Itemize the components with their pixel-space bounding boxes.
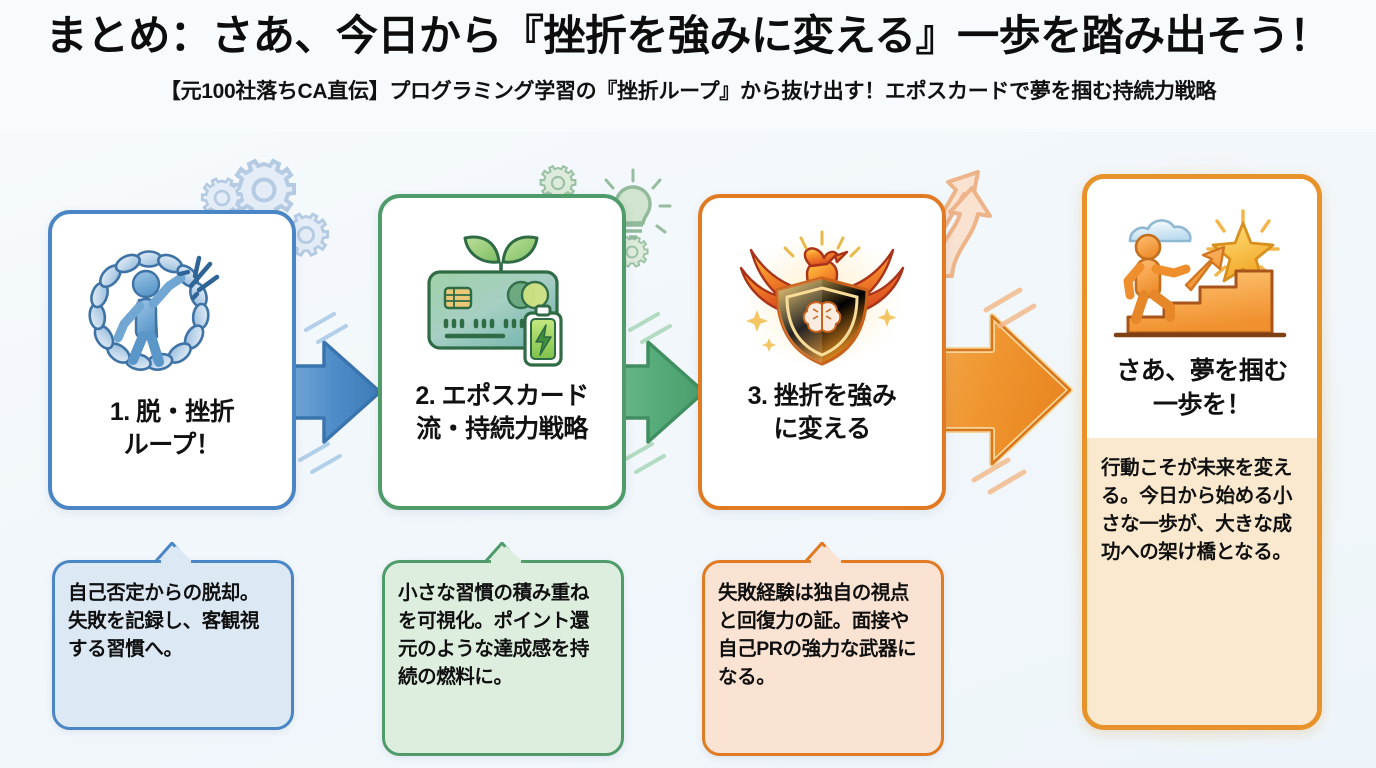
page-subtitle: 【元100社落ちCA直伝】プログラミング学習の『挫折ループ』から抜け出す！エポス… — [159, 79, 1217, 103]
step-card-2-title: 2. エポスカード 流・持続力戦略 — [415, 380, 589, 446]
final-card-title-line1: さあ、夢を掴む — [1116, 357, 1288, 385]
step-card-2[interactable]: 2. エポスカード 流・持続力戦略 — [378, 194, 626, 510]
step-card-2-title-line1: 2. エポスカード — [415, 382, 589, 410]
phoenix-shield-brain-icon — [739, 230, 905, 368]
final-card[interactable]: さあ、夢を掴む 一歩を！ 行動こそが未来を変える。今日から始める小さな一歩が、大… — [1082, 174, 1322, 730]
step-card-3-title-line1: 3. 挫折を強み — [747, 382, 897, 410]
credit-card-sprout-battery-icon — [427, 235, 563, 367]
person-breaking-chain-icon — [88, 250, 220, 371]
final-card-top: さあ、夢を掴む 一歩を！ — [1087, 179, 1317, 438]
final-card-title-line2: 一歩を！ — [1152, 390, 1252, 419]
step-card-1-title: 1. 脱・挫折 ループ！ — [109, 396, 235, 462]
final-card-caption: 行動こそが未来を変える。今日から始める小さな一歩が、大きな成功への架け橋となる。 — [1087, 438, 1317, 725]
step-card-3[interactable]: 3. 挫折を強み に変える — [698, 194, 946, 510]
step-card-1-title-line1: 1. 脱・挫折 — [109, 398, 235, 426]
step-caption-2: 小さな習慣の積み重ねを可視化。ポイント還元のような達成感を持続の燃料に。 — [382, 560, 624, 756]
step-card-2-title-line2: 流・持続力戦略 — [416, 415, 588, 443]
final-card-title: さあ、夢を掴む 一歩を！ — [1116, 355, 1288, 422]
person-climbing-stairs-star-icon — [1113, 209, 1287, 338]
infographic-stage: 1. 脱・挫折 ループ！ 自己否定からの脱却。失敗を記録し、客観視する習慣へ。 — [0, 132, 1376, 768]
step-card-3-title: 3. 挫折を強み に変える — [748, 380, 897, 446]
step-caption-3: 失敗経験は独自の視点と回復力の証。面接や自己PRの強力な武器になる。 — [702, 560, 944, 756]
page-title: まとめ：さあ、今日から『挫折を強みに変える』一歩を踏み出そう！ — [45, 12, 1331, 59]
step-card-1[interactable]: 1. 脱・挫折 ループ！ — [48, 210, 296, 510]
step-card-1-title-line2: ループ！ — [123, 431, 221, 459]
page-header: まとめ：さあ、今日から『挫折を強みに変える』一歩を踏み出そう！ 【元100社落ち… — [0, 0, 1376, 132]
step-card-3-title-line2: に変える — [773, 415, 871, 443]
step-caption-1: 自己否定からの脱却。失敗を記録し、客観視する習慣へ。 — [52, 560, 294, 730]
